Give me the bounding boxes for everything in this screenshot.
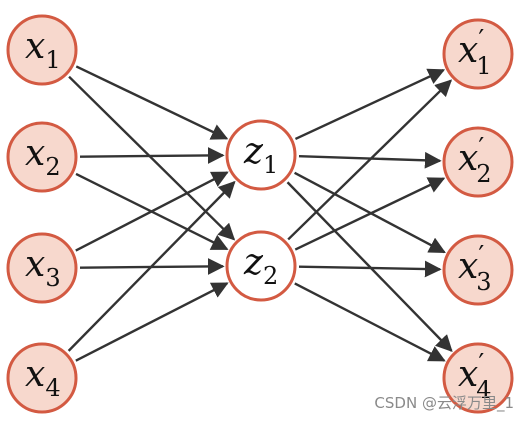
edge-z2-to-x2-prime [294,177,446,251]
input-node-x2-var: x [25,133,45,174]
input-node-x1-circle [6,14,78,86]
edge-x1-to-z2 [68,75,236,241]
output-node-x3-prime-prime: ′ [478,241,484,271]
input-node-x3-circle [6,232,78,304]
input-node-x3-var: x [25,244,45,285]
hidden-node-z1-label: z1 [243,131,278,179]
output-node-x1-prime-circle [442,18,514,90]
output-node-x3-prime-var: x [458,246,478,287]
input-node-x3-label: x3 [25,244,61,292]
output-node-x1-prime: x′1 [442,18,514,90]
output-node-x4-prime-circle [442,342,514,414]
output-node-x4-prime-prime: ′ [478,349,484,379]
input-node-x4-subscript: 4 [45,374,60,402]
edge-x2-to-z1 [79,147,225,164]
output-node-x4-prime: x′4 [442,342,514,414]
input-node-x2-subscript: 2 [45,153,60,181]
edges-group [67,65,453,362]
hidden-node-z1-subscript: 1 [263,151,278,179]
hidden-node-z2-label: z2 [243,242,278,290]
edge-x4-to-z2 [75,282,229,362]
output-node-x3-prime-label: x′3 [458,241,492,296]
input-node-x1-var: x [25,26,45,67]
input-node-x2: x2 [6,121,78,193]
input-node-x1: x1 [6,14,78,86]
edge-z1-to-x1-prime [294,68,446,141]
output-node-x4-prime-label: x′4 [458,349,492,404]
output-node-x1-prime-label: x′1 [458,25,492,80]
input-node-x4-circle [6,342,78,414]
output-node-x3-prime: x′3 [442,234,514,306]
output-node-x1-prime-subscript: 1 [476,52,491,80]
hidden-node-z1: z1 [225,119,297,191]
input-node-x2-label: x2 [25,133,61,181]
hidden-node-z2-subscript: 2 [263,262,278,290]
input-node-x1-subscript: 1 [45,46,60,74]
edge-z2-to-x3-prime [298,260,442,278]
output-node-x1-prime-var: x [458,30,478,71]
output-node-x4-prime-var: x [458,354,478,395]
edge-x3-to-z1 [75,171,229,252]
watermark: CSDN @云浮万里_1 [374,394,514,412]
input-node-x2-circle [6,121,78,193]
input-node-x4-label: x4 [25,354,61,402]
hidden-node-z1-var: z [243,131,264,172]
hidden-node-z1-circle [225,119,297,191]
output-node-x3-prime-subscript: 3 [476,268,491,296]
output-node-x1-prime-prime: ′ [478,25,484,55]
edge-z2-to-x4-prime [294,282,446,362]
edge-z2-to-x1-prime [287,79,453,241]
hidden-node-z2-var: z [243,242,264,283]
output-node-x2-prime-var: x [458,138,478,179]
hidden-node-z2-circle [225,230,297,302]
input-node-x1-label: x1 [25,26,61,74]
edge-z1-to-x4-prime [286,181,453,352]
output-node-x2-prime-prime: ′ [478,133,484,163]
output-node-x2-prime-label: x′2 [458,133,492,188]
output-node-x2-prime: x′2 [442,126,514,198]
edge-z1-to-x3-prime [294,171,446,254]
input-node-x4-var: x [25,354,45,395]
hidden-node-z2: z2 [225,230,297,302]
edge-x4-to-z1 [67,180,236,352]
input-node-x4: x4 [6,342,78,414]
output-node-x4-prime-subscript: 4 [476,376,491,404]
edge-x1-to-z1 [75,65,229,140]
output-node-x3-prime-circle [442,234,514,306]
output-node-x2-prime-circle [442,126,514,198]
output-node-x2-prime-subscript: 2 [476,160,491,188]
input-node-x3-subscript: 3 [45,264,60,292]
input-node-x3: x3 [6,232,78,304]
